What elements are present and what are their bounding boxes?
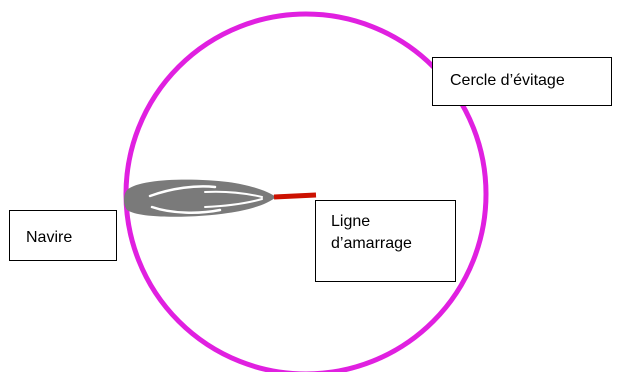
mooring-line <box>273 192 317 200</box>
mooring-line-label-line1: Ligne <box>331 213 371 230</box>
ship-deck-line-top <box>148 185 217 198</box>
ship-bow-line-top <box>204 190 263 198</box>
ship-bow-line-bottom <box>204 198 263 208</box>
label-box-swing-circle: Cercle d’évitage <box>432 57 612 106</box>
ship-hull <box>124 179 276 217</box>
mooring-line-label-line2: d’amarrage <box>331 235 412 252</box>
label-box-mooring-line: Ligne d’amarrage <box>315 200 456 282</box>
swing-circle-label: Cercle d’évitage <box>450 72 565 89</box>
ship-label: Navire <box>26 229 73 246</box>
ship <box>124 179 276 217</box>
ship-deck-line-bottom <box>150 205 222 214</box>
label-box-ship: Navire <box>9 210 117 261</box>
